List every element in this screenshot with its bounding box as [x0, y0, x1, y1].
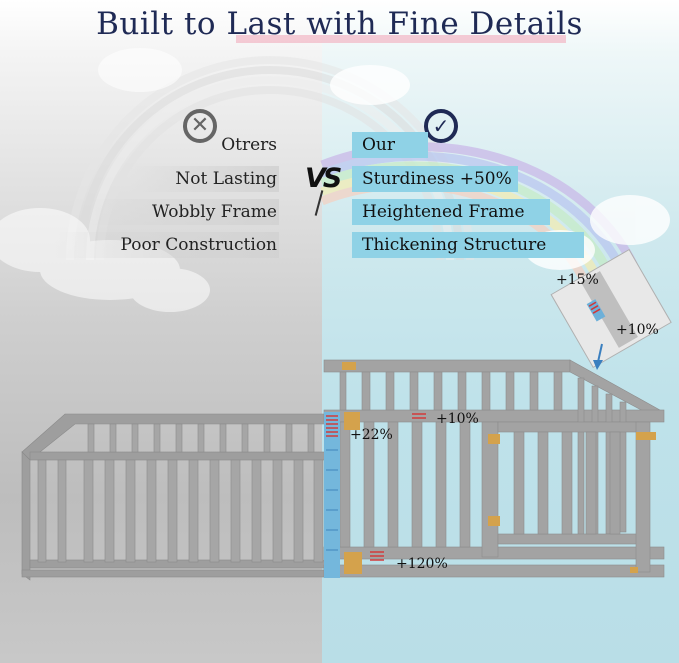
ours-row-label: Heightened Frame [362, 202, 525, 222]
others-row: Poor Construction [54, 232, 279, 258]
left-background [0, 0, 322, 663]
others-row-label: Poor Construction [120, 235, 277, 255]
top-rail-callout: +10% [436, 411, 479, 427]
ours-row: Heightened Frame [352, 199, 550, 225]
others-header: Otrers [221, 132, 279, 158]
x-circle-icon: ✕ [183, 109, 217, 143]
others-row-label: Not Lasting [175, 169, 277, 189]
ours-row-highlight [352, 232, 584, 258]
ours-header-label: Our [362, 135, 396, 155]
ours-row: Sturdiness +50% [352, 166, 518, 192]
others-row: Wobbly Frame [89, 199, 279, 225]
ours-row-label: Thickening Structure [362, 235, 547, 255]
ours-header: Our [352, 132, 428, 158]
ours-row: Thickening Structure [352, 232, 584, 258]
title-underline [236, 35, 566, 43]
others-row-highlight [89, 199, 279, 225]
zoom-bottom-callout: +10% [616, 322, 659, 338]
ours-row-highlight [352, 199, 550, 225]
others-row-highlight [129, 166, 279, 192]
post-height-callout: +22% [350, 427, 393, 443]
ours-row-highlight [352, 166, 518, 192]
ours-header-highlight [352, 132, 428, 158]
check-circle-icon: ✓ [424, 109, 458, 143]
page-title: Built to Last with Fine Details [96, 6, 583, 42]
zoom-top-callout: +15% [556, 272, 599, 288]
others-row: Not Lasting [129, 166, 279, 192]
others-row-highlight [54, 232, 279, 258]
others-row-label: Wobbly Frame [151, 202, 277, 222]
bottom-rail-callout: +120% [396, 556, 448, 572]
others-header-label: Otrers [221, 135, 277, 155]
ours-row-label: Sturdiness +50% [362, 169, 512, 189]
versus-label: VS [305, 163, 342, 194]
